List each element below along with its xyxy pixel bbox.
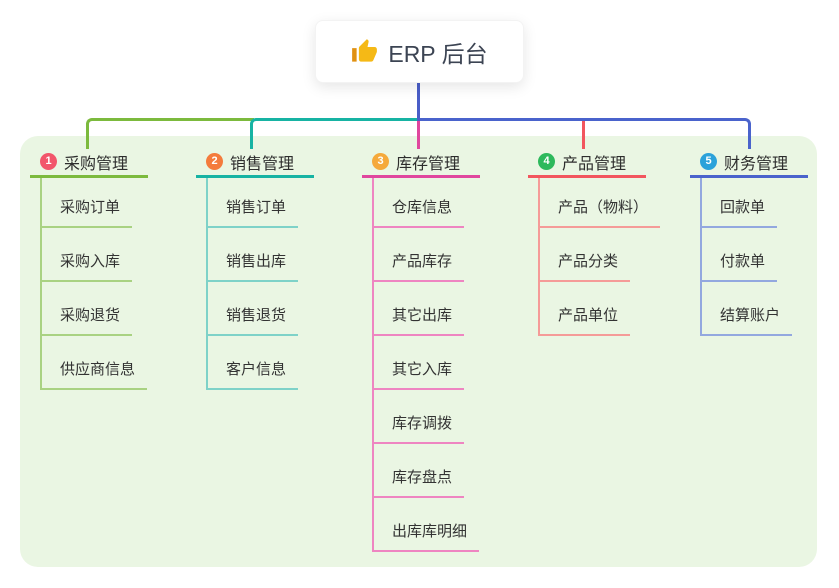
branch-title-label: 财务管理 — [724, 155, 789, 173]
branch-2: 2 销售管理 销售订单销售出库销售退货客户信息 — [196, 148, 314, 390]
child-topic[interactable]: 回款单 — [702, 178, 778, 228]
child-topic-label: 采购退货 — [60, 307, 121, 324]
child-topic-label: 产品单位 — [558, 307, 619, 324]
branch-title-label: 库存管理 — [396, 155, 461, 173]
child-topic[interactable]: 库存调拨 — [374, 390, 465, 444]
child-topic[interactable]: 销售出库 — [208, 228, 299, 282]
child-topic-label: 销售订单 — [226, 199, 287, 216]
root-topic-label: ERP 后台 — [388, 40, 488, 67]
branch-4: 4 产品管理 产品（物料） 产品分类产品单位 — [528, 148, 661, 336]
branch-number-badge: 2 — [206, 153, 223, 170]
connector-branch-4 — [582, 121, 585, 149]
branch-title-label: 产品管理 — [562, 155, 627, 173]
child-topic-label: 其它出库 — [392, 307, 453, 324]
child-topic[interactable]: 供应商信息 — [42, 336, 148, 390]
branch-title-label: 销售管理 — [230, 155, 295, 173]
child-topic-label: 库存盘点 — [392, 469, 453, 486]
child-topic-label: 产品分类 — [558, 253, 619, 270]
child-topic-label: 其它入库 — [392, 361, 453, 378]
child-topic[interactable]: 采购退货 — [42, 282, 133, 336]
child-topic[interactable]: 产品分类 — [540, 228, 631, 282]
child-topic-label: 产品（物料） — [558, 199, 649, 216]
branch-number-badge: 5 — [700, 153, 717, 170]
connector-branch-5 — [418, 118, 751, 149]
branch-title-label: 采购管理 — [64, 155, 129, 173]
child-topic[interactable]: 产品库存 — [374, 228, 465, 282]
child-topic[interactable]: 采购入库 — [42, 228, 133, 282]
branch-title[interactable]: 3 库存管理 — [362, 148, 480, 178]
child-topic-label: 出库库明细 — [392, 523, 468, 540]
child-topic[interactable]: 出库库明细 — [374, 498, 480, 552]
branch-1: 1 采购管理 采购订单采购入库采购退货供应商信息 — [30, 148, 148, 390]
child-topic-label: 产品库存 — [392, 253, 453, 270]
child-topic-label: 付款单 — [720, 253, 766, 270]
child-topic[interactable]: 客户信息 — [208, 336, 299, 390]
child-topic[interactable]: 产品（物料） — [540, 178, 661, 228]
branch-children: 销售订单销售出库销售退货客户信息 — [206, 178, 299, 390]
branch-5: 5 财务管理 回款单付款单结算账户 — [690, 148, 808, 336]
branch-title[interactable]: 5 财务管理 — [690, 148, 808, 178]
child-topic-label: 客户信息 — [226, 361, 287, 378]
branch-title[interactable]: 4 产品管理 — [528, 148, 646, 178]
root-connector-line — [417, 83, 420, 121]
branch-children: 仓库信息产品库存其它出库其它入库库存调拨库存盘点出库库明细 — [372, 178, 480, 552]
branch-children: 回款单付款单结算账户 — [700, 178, 793, 336]
child-topic[interactable]: 其它出库 — [374, 282, 465, 336]
child-topic-label: 库存调拨 — [392, 415, 453, 432]
child-topic-label: 销售退货 — [226, 307, 287, 324]
child-topic[interactable]: 销售退货 — [208, 282, 299, 336]
branch-title[interactable]: 1 采购管理 — [30, 148, 148, 178]
thumbs-up-icon — [352, 39, 378, 62]
child-topic-label: 采购订单 — [60, 199, 121, 216]
branches-panel — [20, 136, 817, 567]
child-topic[interactable]: 库存盘点 — [374, 444, 465, 498]
child-topic-label: 结算账户 — [720, 307, 781, 324]
child-topic-label: 供应商信息 — [60, 361, 136, 378]
branch-children: 采购订单采购入库采购退货供应商信息 — [40, 178, 148, 390]
child-topic[interactable]: 仓库信息 — [374, 178, 465, 228]
connector-branch-2 — [250, 118, 420, 149]
connector-branch-3 — [417, 121, 420, 149]
child-topic-label: 采购入库 — [60, 253, 121, 270]
root-topic[interactable]: ERP 后台 — [315, 20, 524, 83]
child-topic[interactable]: 销售订单 — [208, 178, 299, 228]
branch-3: 3 库存管理 仓库信息产品库存其它出库其它入库库存调拨库存盘点出库库明细 — [362, 148, 480, 552]
child-topic[interactable]: 采购订单 — [42, 178, 133, 228]
child-topic[interactable]: 产品单位 — [540, 282, 631, 336]
child-topic[interactable]: 其它入库 — [374, 336, 465, 390]
child-topic-label: 仓库信息 — [392, 199, 453, 216]
branch-number-badge: 3 — [372, 153, 389, 170]
child-topic[interactable]: 结算账户 — [702, 282, 793, 336]
child-topic-label: 销售出库 — [226, 253, 287, 270]
branch-children: 产品（物料） 产品分类产品单位 — [538, 178, 661, 336]
child-topic[interactable]: 付款单 — [702, 228, 778, 282]
connector-branch-1 — [86, 118, 254, 149]
branch-number-badge: 4 — [538, 153, 555, 170]
child-topic-label: 回款单 — [720, 199, 766, 216]
branch-number-badge: 1 — [40, 153, 57, 170]
branch-title[interactable]: 2 销售管理 — [196, 148, 314, 178]
